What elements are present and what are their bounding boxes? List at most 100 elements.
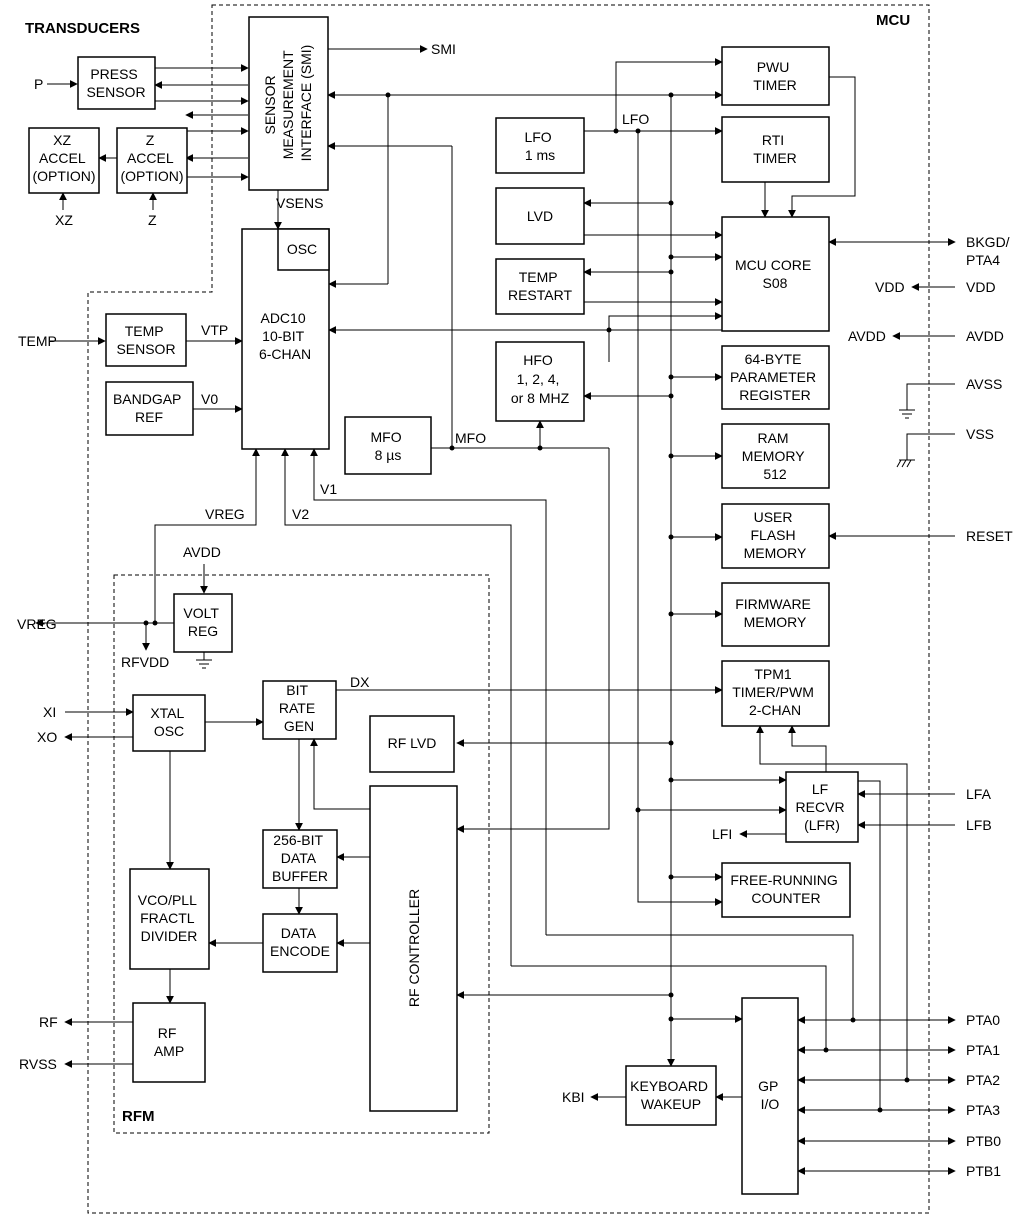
rf-amp-block [132,1002,206,1083]
pin-pta0: PTA0 [966,1012,1000,1028]
rf-lvd-block [369,715,455,773]
signal-v0: V0 [201,391,218,407]
data-encode-label: DATA ENCODE [270,925,330,959]
rfm-region-label: RFM [122,1108,155,1125]
pin-bkgd: BKGD/ [966,234,1010,250]
xz-accel-label: XZ ACCEL (OPTION) [33,132,96,184]
firmware-memory-label: FIRMWARE MEMORY [735,596,815,630]
signal-xo: XO [37,729,57,745]
mcu-core-block [721,216,830,332]
bit-rate-gen-label: BIT RATE GEN [279,682,319,734]
mcu-region-outline [87,4,930,1214]
rf-amp-label: RF AMP [154,1025,184,1059]
signal-dx: DX [350,674,370,690]
data-buffer-block [262,829,338,889]
signal-rvss: RVSS [19,1056,57,1072]
signal-rfvdd: RFVDD [121,654,169,670]
hfo-block [495,341,585,422]
user-flash-block [721,503,830,569]
bandgap-ref-block [105,381,194,436]
rf-controller-block [369,785,458,1112]
keyboard-wakeup-block [625,1065,717,1126]
mfo-label: MFO 8 µs [371,429,406,463]
lvd-block [495,187,585,245]
xtal-osc-label: XTAL OSC [150,705,187,739]
osc-label: OSC [287,241,317,257]
lfo-block [495,117,585,174]
signal-kbi: KBI [562,1089,585,1105]
pin-vss: VSS [966,426,994,442]
lfo-label: LFO 1 ms [524,129,555,163]
rf-controller-label: RF CONTROLLER [406,889,422,1007]
signal-xz: XZ [55,212,73,228]
signal-v2: V2 [292,506,309,522]
smi-block [248,16,329,191]
temp-sensor-block [105,313,187,367]
temp-sensor-label: TEMP SENSOR [116,323,175,357]
signal-p: P [34,76,43,92]
signal-rf: RF [39,1014,58,1030]
signal-vreg-out: VREG [17,616,57,632]
rti-timer-label: RTI TIMER [753,132,797,166]
signal-smi: SMI [431,41,456,57]
z-accel-label: Z ACCEL (OPTION) [121,132,184,184]
signal-vsens: VSENS [276,195,323,211]
mfo-block [344,416,432,475]
gpio-label: GP I/O [758,1078,782,1112]
pin-avss: AVSS [966,376,1002,392]
free-running-counter-label: FREE-RUNNING COUNTER [730,872,841,906]
parameter-register-label: 64-BYTE PARAMETER REGISTER [730,351,820,403]
bit-rate-gen-block [262,680,337,740]
wires [35,45,956,1175]
pwu-timer-label: PWU TIMER [753,59,797,93]
volt-reg-block [173,593,233,653]
data-encode-block [262,913,338,973]
signal-z: Z [148,212,157,228]
pin-vdd: VDD [966,279,996,295]
lf-recvr-label: LF RECVR (LFR) [796,781,849,833]
rfm-region-outline [113,574,490,1134]
signal-vreg: VREG [205,506,245,522]
signal-lfo: LFO [622,111,649,127]
tpm1-block [721,660,830,727]
pin-lfb: LFB [966,817,992,833]
tpm1-label: TPM1 TIMER/PWM 2-CHAN [732,666,818,718]
signal-temp: TEMP [18,333,57,349]
pin-pta2: PTA2 [966,1072,1000,1088]
smi-label: SENSOR MEASUREMENT INTERFACE (SMI) [262,45,314,162]
parameter-register-block [721,345,830,410]
user-flash-label: USER FLASH MEMORY [744,509,807,561]
pin-avdd-internal: AVDD [848,328,886,344]
osc-block [277,228,330,271]
vco-pll-block [129,868,210,970]
data-buffer-label: 256-BIT DATA BUFFER [272,832,328,884]
pin-reset: RESET [966,528,1013,544]
z-accel-block [116,127,188,194]
press-sensor-block [77,56,156,110]
keyboard-wakeup-label: KEYBOARD WAKEUP [630,1078,712,1112]
signal-mfo: MFO [455,430,486,446]
pin-vdd-internal: VDD [875,279,905,295]
signal-xi: XI [43,704,56,720]
pin-lfa: LFA [966,786,992,802]
signal-vtp: VTP [201,322,228,338]
temp-restart-label: TEMP RESTART [508,269,572,303]
pin-ptb1: PTB1 [966,1163,1001,1179]
pin-pta1: PTA1 [966,1042,1000,1058]
volt-reg-label: VOLT REG [183,605,222,639]
lf-recvr-block [785,771,859,843]
ram-memory-label: RAM MEMORY 512 [742,430,808,482]
signal-lfi: LFI [712,826,732,842]
signal-v1: V1 [320,481,337,497]
xz-accel-block [28,127,100,194]
bandgap-ref-label: BANDGAP REF [113,391,185,425]
adc-label: ADC10 10-BIT 6-CHAN [259,310,311,362]
signal-avdd: AVDD [183,544,221,560]
lvd-label: LVD [527,208,553,224]
pin-pta4: PTA4 [966,252,1000,268]
junction-dots [143,92,910,1113]
hfo-label: HFO 1, 2, 4, or 8 MHZ [511,352,570,406]
transducers-region-label: TRANSDUCERS [25,20,140,37]
pin-ptb0: PTB0 [966,1133,1001,1149]
